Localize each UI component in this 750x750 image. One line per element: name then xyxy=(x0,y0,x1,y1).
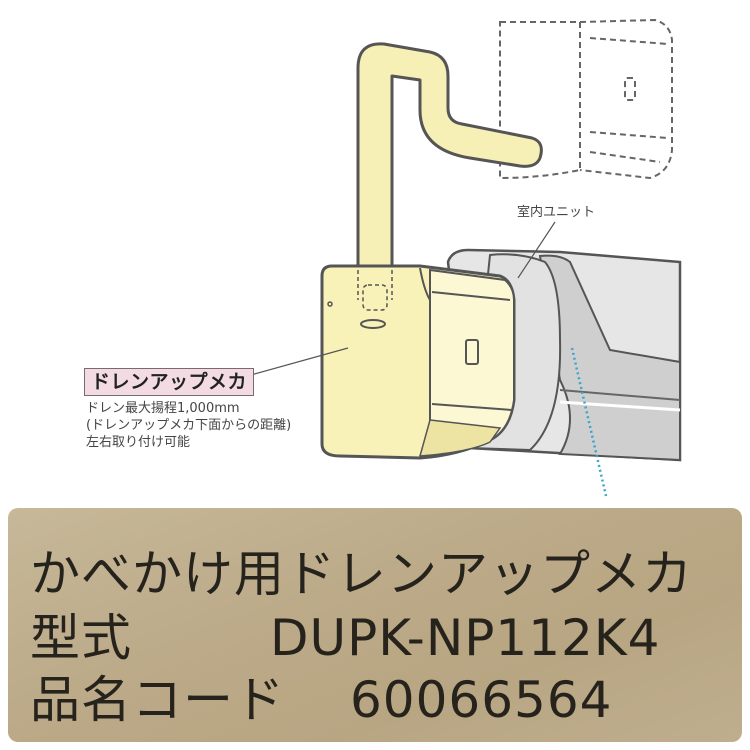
unit-leader-line xyxy=(517,221,556,279)
component-note-mounting: 左右取り付け可能 xyxy=(86,435,191,450)
tag-leader-line xyxy=(239,347,349,379)
centerline-dotted xyxy=(570,347,608,497)
component-tag: ドレンアップメカ xyxy=(84,368,255,396)
indoor-unit-label: 室内ユニット xyxy=(517,205,596,220)
drain-up-mechanism-box xyxy=(320,264,516,460)
code-value: 60066564 xyxy=(350,671,613,729)
mechanism-indicator-icon xyxy=(465,339,479,365)
drain-up-mechanism-illustration xyxy=(239,18,682,497)
model-key: 型式 xyxy=(30,609,132,667)
component-note-distance: (ドレンアップメカ下面からの距離) xyxy=(86,418,292,433)
model-value: DUPK-NP112K4 xyxy=(270,609,661,667)
ghost-indoor-unit-outline xyxy=(499,18,673,180)
code-key: 品名コード xyxy=(30,671,285,729)
component-note-lift-height: ドレン最大揚程1,000mm xyxy=(86,401,240,416)
product-name: かべかけ用ドレンアップメカ xyxy=(30,545,693,603)
product-label: かべかけ用ドレンアップメカ 型式 DUPK-NP112K4 品名コード 6006… xyxy=(8,508,742,742)
